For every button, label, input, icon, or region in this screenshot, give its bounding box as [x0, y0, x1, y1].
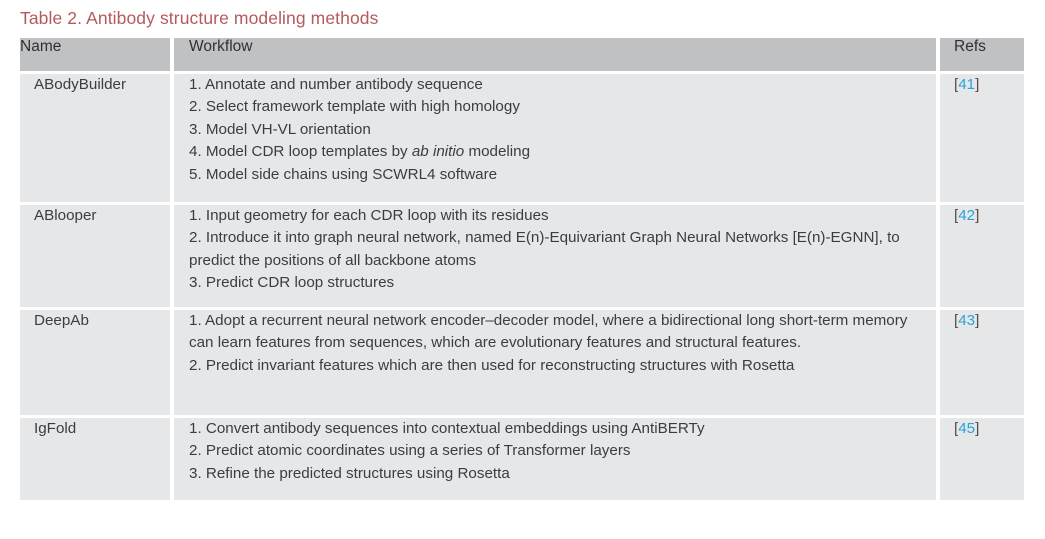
ref-open-bracket: [ — [954, 206, 959, 224]
workflow-step: 3. Predict CDR loop structures — [189, 274, 395, 292]
ref-close-bracket: ] — [975, 206, 980, 224]
reference-link[interactable]: 41 — [958, 75, 976, 93]
cell-refs: [45] — [938, 416, 1024, 500]
reference-link[interactable]: 43 — [958, 311, 976, 329]
cell-refs: [41] — [938, 72, 1024, 205]
workflow-step: 2. Predict invariant features which are … — [189, 356, 795, 374]
table-row: DeepAb 1. Adopt a recurrent neural networ… — [20, 308, 1024, 418]
workflow-step: 1. Annotate and number antibody sequence — [189, 75, 483, 93]
ref-close-bracket: ] — [975, 311, 980, 329]
column-header-workflow: Workflow — [172, 38, 940, 74]
ref-open-bracket: [ — [954, 419, 959, 437]
cell-refs: [42] — [938, 203, 1024, 310]
column-header-name: Name — [20, 38, 174, 74]
workflow-step: 1. Adopt a recurrent neural network enco… — [189, 311, 908, 352]
workflow-step: 2. Select framework template with high h… — [189, 98, 520, 116]
workflow-step-text: 4. Model CDR loop templates by — [189, 143, 412, 161]
cell-method-name: DeepAb — [20, 308, 174, 418]
workflow-step-list: 1. Annotate and number antibody sequence… — [189, 74, 920, 187]
cell-method-name: ABlooper — [20, 203, 174, 310]
workflow-step: 3. Model VH-VL orientation — [189, 120, 371, 138]
workflow-step: 1. Input geometry for each CDR loop with… — [189, 206, 549, 224]
workflow-step: 4. Model CDR loop templates by ab initio… — [189, 141, 920, 164]
workflow-step-text-tail: modeling — [464, 143, 531, 161]
cell-refs: [43] — [938, 308, 1024, 418]
workflow-step-emphasis: ab initio — [411, 143, 465, 161]
table-row: ABlooper 1. Input geometry for each CDR l… — [20, 203, 1024, 310]
ref-open-bracket: [ — [954, 75, 959, 93]
ref-close-bracket: ] — [975, 75, 980, 93]
table-header: Name Workflow Refs — [20, 38, 1024, 74]
cell-method-name: ABodyBuilder — [20, 72, 174, 205]
table-header-row: Name Workflow Refs — [20, 38, 1024, 74]
ref-open-bracket: [ — [954, 311, 959, 329]
cell-workflow: 1. Input geometry for each CDR loop with… — [172, 203, 940, 310]
column-header-refs: Refs — [938, 38, 1024, 74]
workflow-step-list: 1. Input geometry for each CDR loop with… — [189, 205, 920, 295]
workflow-step: 1. Convert antibody sequences into conte… — [189, 419, 705, 437]
workflow-step-list: 1. Convert antibody sequences into conte… — [189, 418, 920, 486]
workflow-step: 2. Introduce it into graph neural networ… — [189, 229, 900, 269]
table-row: IgFold 1. Convert antibody sequences into… — [20, 416, 1024, 500]
table-caption: Table 2. Antibody structure modeling met… — [20, 8, 379, 28]
workflow-step: 5. Model side chains using SCWRL4 softwa… — [189, 165, 498, 183]
cell-workflow: 1. Convert antibody sequences into conte… — [172, 416, 940, 500]
cell-method-name: IgFold — [20, 416, 174, 500]
reference-link[interactable]: 42 — [958, 206, 976, 224]
reference-link[interactable]: 45 — [958, 419, 976, 437]
cell-workflow: 1. Annotate and number antibody sequence… — [172, 72, 940, 205]
workflow-step: 2. Predict atomic coordinates using a se… — [189, 442, 631, 460]
cell-workflow: 1. Adopt a recurrent neural network enco… — [172, 308, 940, 418]
workflow-step: 3. Refine the predicted structures using… — [189, 464, 510, 482]
ref-close-bracket: ] — [975, 419, 980, 437]
workflow-step-list: 1. Adopt a recurrent neural network enco… — [189, 310, 920, 378]
